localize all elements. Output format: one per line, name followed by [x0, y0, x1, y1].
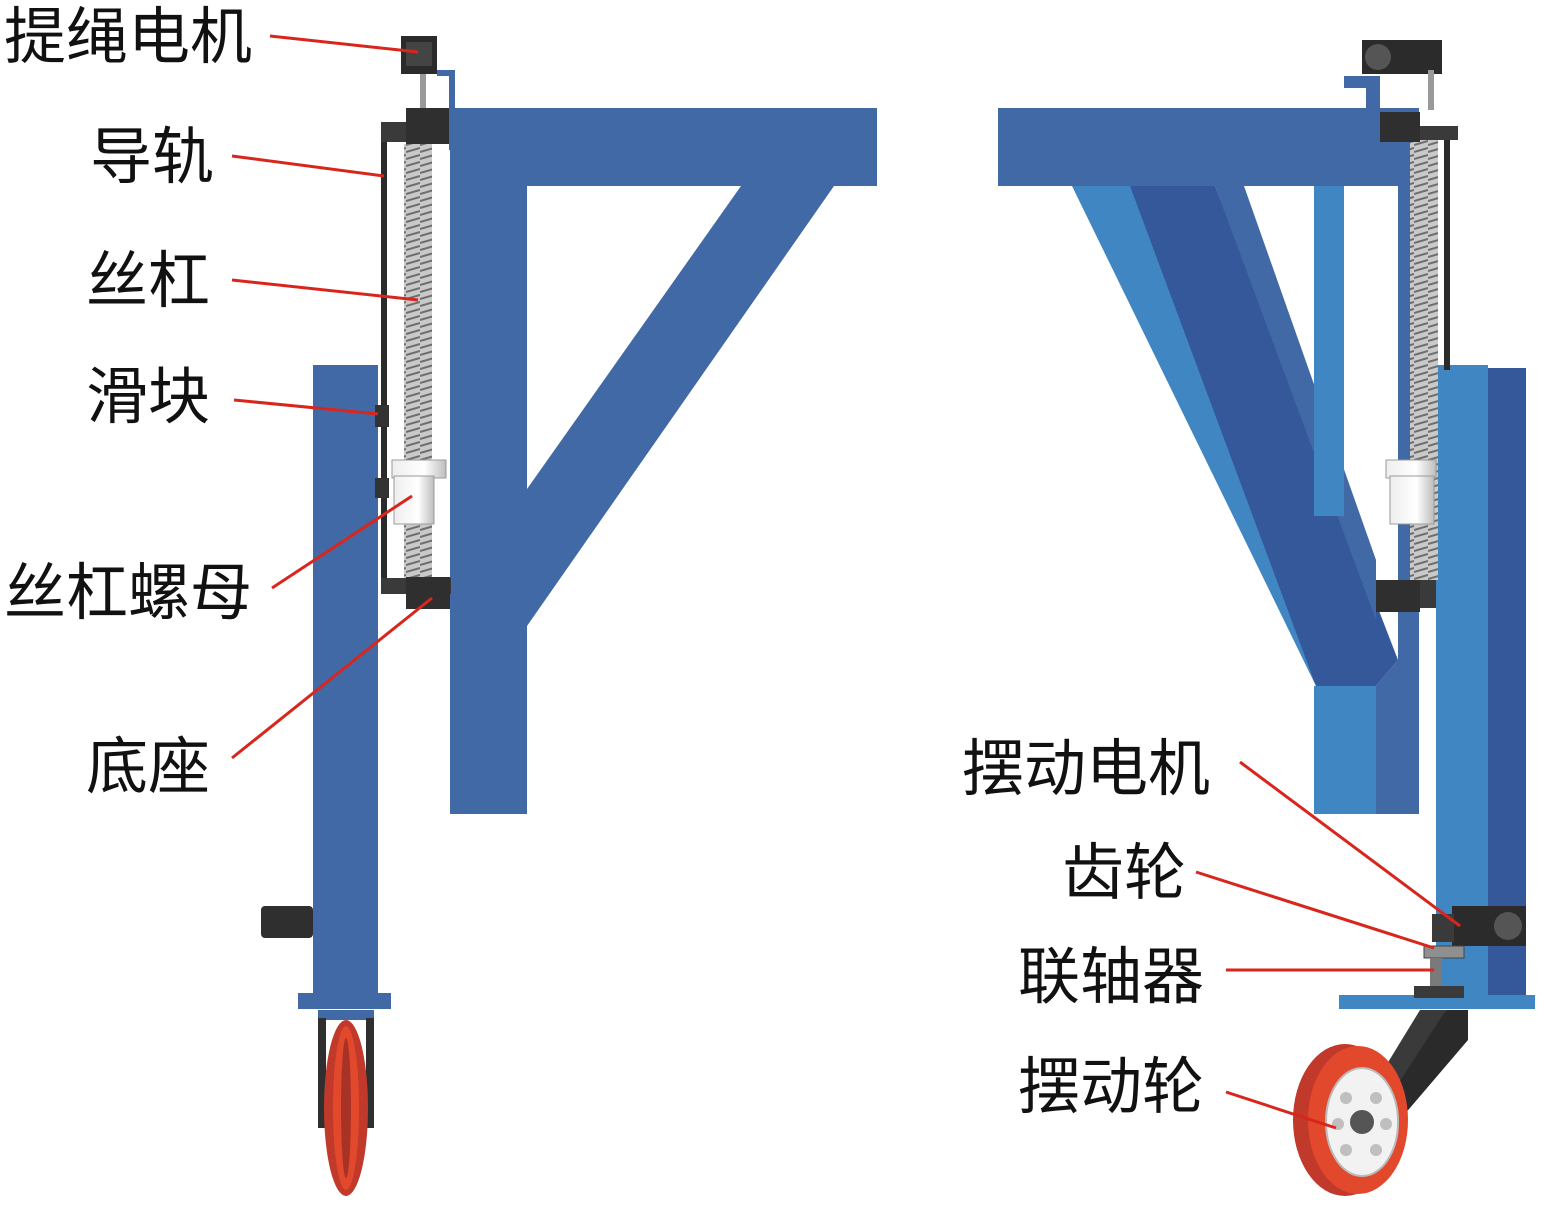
lead-screw-nut	[391, 459, 447, 525]
label-swing-motor: 摆动电机	[962, 732, 1210, 805]
guide-rail	[381, 140, 387, 592]
swing-motor	[1432, 906, 1526, 946]
left-view	[261, 36, 877, 1196]
label-gear: 齿轮	[1062, 836, 1186, 909]
top-bearing-block	[381, 108, 451, 144]
right-inner-light	[1314, 186, 1344, 516]
leader-rope-motor	[269, 34, 419, 54]
right-rope-motor	[1362, 40, 1442, 110]
leader-lead-screw	[231, 278, 419, 302]
coupling	[1430, 958, 1442, 988]
leader-swing-motor	[1239, 760, 1461, 928]
base-block	[381, 577, 451, 609]
right-view	[998, 40, 1535, 1196]
right-column	[1436, 365, 1488, 995]
left-side-stub	[261, 906, 313, 938]
right-arm-frame	[998, 108, 1419, 814]
label-slider: 滑块	[86, 360, 210, 433]
label-lead-screw-nut: 丝杠螺母	[4, 556, 252, 629]
leader-lead-screw-nut	[271, 494, 413, 590]
rope-motor	[401, 36, 455, 150]
leader-base	[231, 596, 433, 760]
leader-slider	[233, 398, 379, 416]
leader-lines	[231, 34, 1461, 1130]
slider-block-lower	[375, 478, 389, 498]
label-guide-rail: 导轨	[90, 120, 214, 193]
gear	[1423, 945, 1465, 959]
label-base: 底座	[86, 730, 210, 803]
leader-guide-rail	[231, 154, 385, 178]
right-lead-screw-nut	[1385, 459, 1437, 525]
right-brace-dark	[1130, 186, 1398, 686]
right-column-side	[1488, 368, 1526, 995]
leader-swing-wheel	[1225, 1090, 1337, 1130]
label-lead-screw: 丝杠	[86, 244, 210, 317]
label-coupling: 联轴器	[1018, 940, 1204, 1013]
right-lower-light	[1314, 686, 1376, 814]
left-foot-plate	[298, 993, 391, 1009]
slider-block	[375, 405, 389, 427]
label-rope-motor: 提绳电机	[4, 0, 252, 73]
leader-gear	[1195, 870, 1435, 950]
labels: 提绳电机 导轨 丝杠 滑块 丝杠螺母 底座 摆动电机 齿轮 联轴器 摆动轮	[4, 0, 1210, 1123]
label-swing-wheel: 摆动轮	[1018, 1050, 1204, 1123]
swing-wheel	[1293, 1044, 1408, 1196]
right-foot-plate	[1339, 995, 1535, 1009]
left-column	[313, 365, 378, 995]
left-pulley	[318, 1010, 374, 1196]
left-arm-frame	[450, 108, 877, 814]
